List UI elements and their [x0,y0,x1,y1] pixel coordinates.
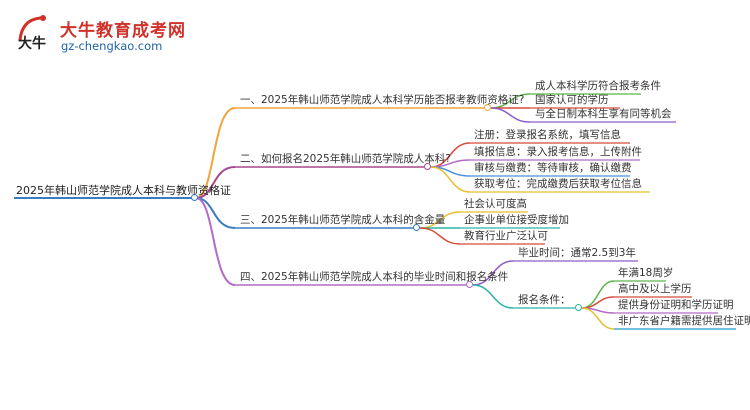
b2-child-4[interactable]: 获取考位：完成缴费后获取考位信息 [474,178,642,190]
logo-mark-text: 大牛 [18,35,46,52]
b1-child-1[interactable]: 成人本科学历符合报考条件 [535,80,661,92]
b4-child-requirements[interactable]: 报名条件： [518,294,571,306]
b3-junction-dot[interactable] [413,224,420,231]
b1-child-2[interactable]: 国家认可的学历 [535,94,609,106]
b3-child-2[interactable]: 企事业单位接受度增加 [464,214,569,226]
b3-child-3[interactable]: 教育行业广泛认可 [464,230,548,242]
b4-req-2[interactable]: 高中及以上学历 [618,283,692,295]
root-topic[interactable]: 2025年韩山师范学院成人本科与教师资格证 [16,184,231,197]
site-logo[interactable]: 大牛 大牛教育成考网 gz-chengkao.com [14,12,186,58]
link-root-b1 [195,107,236,199]
b4-req-1[interactable]: 年满18周岁 [618,267,674,279]
b2-child-3[interactable]: 审核与缴费：等待审核，确认缴费 [474,162,632,174]
b2-child-2[interactable]: 填报信息：录入报考信息，上传附件 [474,146,642,158]
root-junction-dot[interactable] [191,194,198,201]
b1-junction-dot[interactable] [484,104,491,111]
logo-mark-icon: 大牛 [18,15,46,52]
b4-child-graduation[interactable]: 毕业时间：通常2.5到3年 [518,247,636,259]
b2-junction-dot[interactable] [424,163,431,170]
link-root-b2 [195,166,236,199]
logo-url[interactable]: gz-chengkao.com [61,39,163,53]
b4-sub2-junction-dot[interactable] [575,304,582,311]
branch-2-topic[interactable]: 二、如何报名2025年韩山师范学院成人本科? [240,153,451,165]
b2-child-1[interactable]: 注册：登录报名系统，填写信息 [474,129,621,141]
logo-title: 大牛教育成考网 [60,21,186,41]
b3-child-1[interactable]: 社会认可度高 [464,198,527,210]
branch-3-topic[interactable]: 三、2025年韩山师范学院成人本科的含金量 [240,214,446,226]
b1-child-3[interactable]: 与全日制本科生享有同等机会 [535,108,672,120]
branch-4-topic[interactable]: 四、2025年韩山师范学院成人本科的毕业时间和报名条件 [240,271,509,283]
b4-req-3[interactable]: 提供身份证明和学历证明 [618,299,734,311]
b4-junction-dot[interactable] [466,281,473,288]
branch-1-topic[interactable]: 一、2025年韩山师范学院成人本科学历能否报考教师资格证? [240,94,525,106]
b4-req-4[interactable]: 非广东省户籍需提供居住证明 [618,315,750,327]
link-root-b4 [195,197,236,286]
